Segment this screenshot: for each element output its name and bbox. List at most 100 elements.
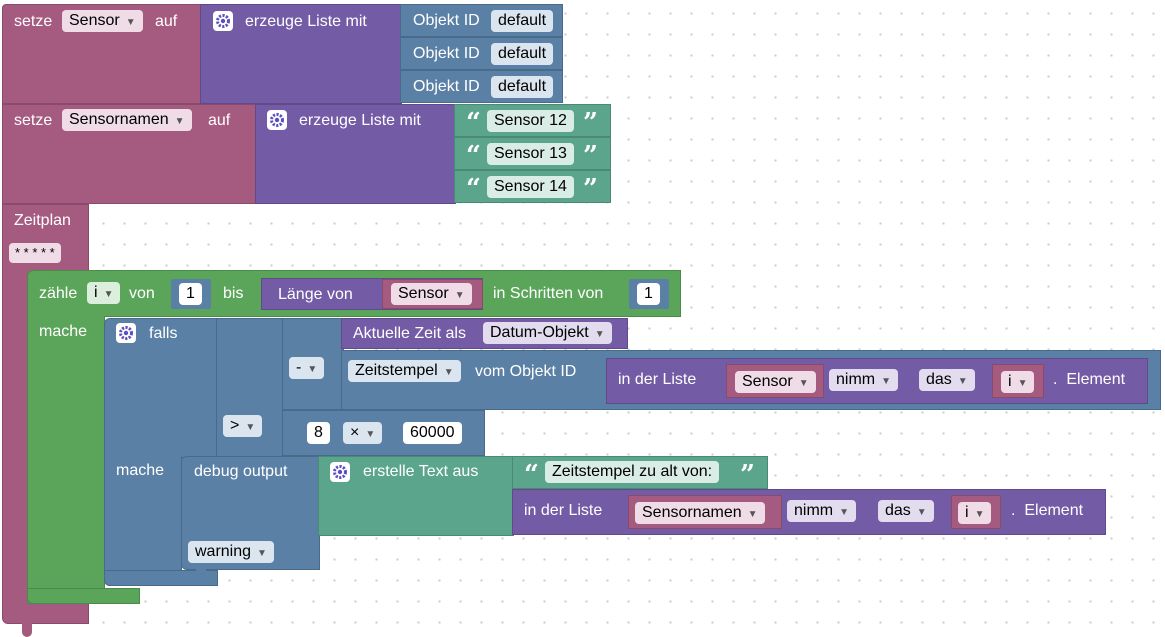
if-bottom — [104, 570, 218, 586]
in-list-label: in der Liste — [618, 371, 697, 388]
object-id-field[interactable]: default — [491, 10, 554, 32]
variable-dropdown-sensor[interactable]: Sensor▼ — [735, 371, 816, 393]
multiply-block[interactable]: 8 ×▼ 60000 — [282, 410, 485, 456]
current-time-block[interactable]: Aktuelle Zeit als Datum-Objekt▼ — [341, 318, 628, 349]
text-field[interactable]: Sensor 13 — [487, 143, 574, 165]
object-id-label: Objekt ID — [413, 45, 480, 62]
variable-block-sensornamen[interactable]: Sensornamen▼ — [628, 495, 782, 529]
if-block[interactable]: falls — [104, 318, 218, 458]
list-get-block-1[interactable]: in der Liste Sensor▼ nimm▼ das▼ i▼ . Ele… — [606, 358, 1148, 404]
variable-dropdown-sensornamen[interactable]: Sensornamen▼ — [62, 109, 192, 131]
from-label: von — [129, 285, 155, 302]
count-label: zähle — [39, 285, 78, 302]
dropdown-arrow-icon: ▼ — [916, 507, 927, 518]
variable-dropdown-sensor[interactable]: Sensor▼ — [391, 283, 472, 305]
position-mode-dropdown[interactable]: das▼ — [919, 369, 975, 391]
minus-block[interactable]: -▼ — [282, 318, 344, 410]
text-field[interactable]: Sensor 14 — [487, 176, 574, 198]
list-create-label: erzeuge Liste mit — [299, 112, 421, 129]
math-operator-dropdown[interactable]: ×▼ — [343, 422, 383, 444]
text-block-sensor-12[interactable]: “ Sensor 12 ” — [454, 104, 611, 137]
quote-icon: “ — [466, 141, 481, 171]
dropdown-arrow-icon: ▼ — [174, 116, 185, 127]
object-id-block-3[interactable]: Objekt ID default — [400, 70, 563, 103]
gear-icon[interactable] — [330, 462, 350, 482]
set-keyword: setze — [14, 13, 53, 30]
index-var-dropdown[interactable]: i▼ — [1001, 371, 1035, 393]
set-sensornamen-block[interactable]: setze Sensornamen▼ auf — [2, 104, 257, 204]
number-field[interactable]: 60000 — [403, 422, 462, 444]
quote-icon: “ — [466, 174, 481, 204]
text-block-zeitstempel[interactable]: “ Zeitstempel zu alt von: ” — [512, 456, 768, 489]
element-label: . Element — [1053, 371, 1126, 388]
number-block-from[interactable]: 1 — [171, 279, 211, 309]
get-mode-dropdown[interactable]: nimm▼ — [787, 500, 857, 522]
auf-label: auf — [155, 13, 178, 30]
position-mode-dropdown[interactable]: das▼ — [878, 500, 934, 522]
text-field[interactable]: Zeitstempel zu alt von: — [545, 461, 720, 483]
debug-output-block[interactable]: debug output warning▼ — [181, 456, 320, 570]
create-list-block-1[interactable]: erzeuge Liste mit — [200, 4, 402, 104]
number-block-step[interactable]: 1 — [629, 279, 669, 309]
cron-field[interactable]: * * * * * — [9, 243, 61, 263]
number-field[interactable]: 8 — [307, 422, 330, 444]
schedule-bottom-notch — [22, 621, 32, 637]
dropdown-arrow-icon: ▼ — [957, 376, 968, 387]
compare-operator-dropdown[interactable]: >▼ — [223, 415, 263, 437]
if-label: falls — [149, 325, 178, 342]
gear-icon[interactable] — [267, 110, 287, 130]
variable-block-i[interactable]: i▼ — [951, 495, 1001, 529]
dropdown-arrow-icon: ▼ — [103, 289, 114, 300]
debug-bottom-notch — [196, 568, 206, 584]
create-text-block[interactable]: erstelle Text aus — [318, 456, 514, 536]
if-body-arm: mache — [104, 456, 182, 586]
log-level-dropdown[interactable]: warning▼ — [188, 541, 274, 563]
timestamp-dropdown[interactable]: Zeitstempel▼ — [348, 360, 461, 382]
step-label: in Schritten von — [493, 285, 604, 302]
gear-icon[interactable] — [213, 11, 233, 31]
variable-block-sensor[interactable]: Sensor▼ — [382, 279, 483, 309]
dropdown-arrow-icon: ▼ — [245, 422, 256, 433]
quote-icon: “ — [524, 460, 539, 490]
get-mode-dropdown[interactable]: nimm▼ — [829, 369, 899, 391]
minus-operator-dropdown[interactable]: -▼ — [289, 357, 325, 379]
loop-var-dropdown[interactable]: i▼ — [87, 282, 121, 304]
dropdown-arrow-icon: ▼ — [974, 509, 985, 520]
quote-icon: ” — [583, 141, 598, 171]
of-object-id-label: vom Objekt ID — [475, 363, 577, 380]
object-id-block-1[interactable]: Objekt ID default — [400, 4, 563, 37]
set-sensor-block[interactable]: setze Sensor▼ auf — [2, 4, 202, 104]
dropdown-arrow-icon: ▼ — [747, 509, 758, 520]
count-loop-block[interactable]: zähle i▼ von 1 bis Länge von Sensor▼ in … — [27, 270, 681, 317]
count-loop-bottom — [27, 588, 140, 604]
set-keyword: setze — [14, 112, 53, 129]
dropdown-arrow-icon: ▼ — [257, 548, 267, 559]
time-format-dropdown[interactable]: Datum-Objekt▼ — [483, 322, 612, 344]
gear-icon[interactable] — [116, 323, 136, 343]
create-list-block-2[interactable]: erzeuge Liste mit — [255, 104, 456, 204]
element-label: . Element — [1011, 502, 1084, 519]
compare-block[interactable]: >▼ — [216, 318, 284, 458]
debug-output-label: debug output — [194, 463, 288, 480]
list-get-block-2[interactable]: in der Liste Sensornamen▼ nimm▼ das▼ i▼ … — [512, 489, 1106, 535]
text-field[interactable]: Sensor 12 — [487, 110, 574, 132]
quote-icon: ” — [583, 174, 598, 204]
text-block-sensor-14[interactable]: “ Sensor 14 ” — [454, 170, 611, 203]
list-create-label: erzeuge Liste mit — [245, 13, 367, 30]
object-id-field[interactable]: default — [491, 76, 554, 98]
variable-block-i[interactable]: i▼ — [992, 364, 1044, 398]
in-list-label: in der Liste — [524, 502, 603, 519]
object-id-block-2[interactable]: Objekt ID default — [400, 37, 563, 70]
length-of-block[interactable]: Länge von Sensor▼ — [261, 278, 483, 310]
object-id-field[interactable]: default — [491, 43, 554, 65]
number-field[interactable]: 1 — [179, 283, 202, 305]
create-text-label: erstelle Text aus — [363, 463, 479, 480]
text-block-sensor-13[interactable]: “ Sensor 13 ” — [454, 137, 611, 170]
variable-dropdown-sensornamen[interactable]: Sensornamen▼ — [635, 502, 765, 524]
variable-block-sensor[interactable]: Sensor▼ — [726, 364, 824, 398]
number-field[interactable]: 1 — [637, 283, 660, 305]
dropdown-arrow-icon: ▼ — [125, 17, 136, 28]
variable-dropdown-sensor[interactable]: Sensor▼ — [62, 10, 143, 32]
index-var-dropdown[interactable]: i▼ — [958, 502, 992, 524]
count-loop-body-arm: mache — [27, 316, 105, 604]
